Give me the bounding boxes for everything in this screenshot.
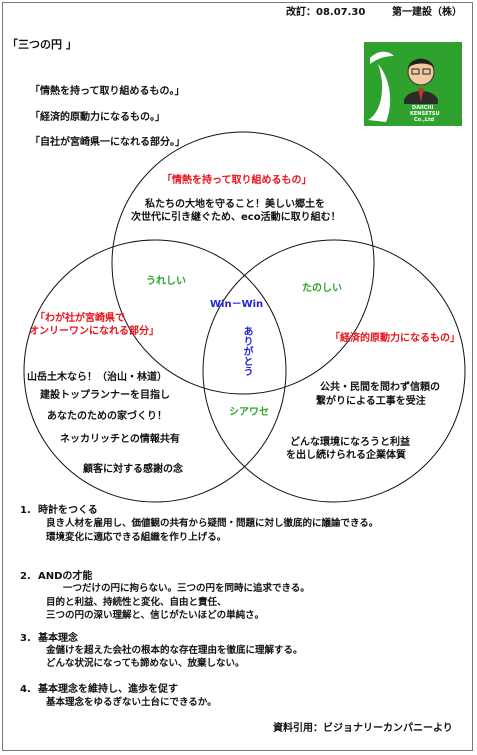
top-circle-text-2: 次世代に引き継ぐため、eco活動に取り組む！ bbox=[131, 212, 341, 223]
company-name: 第一建設（株） bbox=[392, 7, 462, 18]
left-circle-text-2: 建設トップランナーを目指し bbox=[40, 390, 170, 401]
intro-line-1: 「情熱を持って取り組めるもの。」 bbox=[30, 86, 185, 97]
logo-text-1: DAIICHI bbox=[412, 105, 434, 111]
section-1-heading: 時計をつくる bbox=[38, 505, 98, 516]
section-2-line-3: 三つの円の深い理解と、信じがたいほどの単純さ。 bbox=[46, 610, 265, 621]
section-2-line-2: 目的と利益、持続性と変化、自由と責任、 bbox=[46, 597, 227, 608]
section-2-number: 2. bbox=[20, 571, 31, 582]
section-3-heading: 基本理念 bbox=[38, 633, 78, 644]
left-circle-text-5: 顧客に対する感謝の念 bbox=[83, 464, 183, 475]
section-4-number: 4. bbox=[20, 684, 31, 695]
overlap-label-top-right: たのしい bbox=[302, 283, 342, 294]
right-circle-text-4: を出し続けられる企業体質 bbox=[286, 450, 406, 461]
section-1-number: 1. bbox=[20, 505, 31, 516]
section-1-line-1: 良き人材を雇用し、価値観の共有から疑問・問題に対し徹底的に議論できる。 bbox=[46, 518, 379, 529]
left-circle-text-3: あなたのための家づくり！ bbox=[47, 411, 167, 422]
logo-text-3: Co.,Ltd bbox=[414, 117, 435, 123]
right-circle-text-2: 繋がりによる工事を受注 bbox=[316, 396, 426, 407]
section-2-heading: ANDの才能 bbox=[38, 571, 93, 582]
left-circle-text-4: ネッカリッチとの情報共有 bbox=[60, 434, 180, 445]
left-circle-label-1: 「わが社が宮崎県で bbox=[35, 313, 125, 324]
center-label-win-win: Win－Win bbox=[210, 299, 264, 310]
overlap-label-bottom: シアワセ bbox=[229, 407, 269, 418]
section-4-heading: 基本理念を維持し、進歩を促す bbox=[38, 684, 178, 695]
circle-number-one bbox=[23, 239, 287, 503]
circle-passion bbox=[111, 131, 375, 395]
center-label-arigatou: ありがとう bbox=[241, 326, 252, 376]
section-4-line-1: 基本理念をゆるぎない土台にできるか。 bbox=[46, 697, 217, 708]
section-1-line-2: 環境変化に適応できる組織を作り上げる。 bbox=[46, 532, 227, 543]
page-frame bbox=[2, 2, 473, 751]
logo-text-2: KENSETSU bbox=[410, 111, 440, 117]
left-circle-text-1: 山岳土木なら！（治山・林道） bbox=[27, 372, 167, 383]
top-circle-label: 「情熱を持って取り組めるもの」 bbox=[162, 175, 312, 186]
intro-line-2: 「経済的原動力になるもの。」 bbox=[30, 112, 165, 123]
section-2-line-1: 一つだけの円に拘らない。三つの円を同時に追求できる。 bbox=[63, 583, 310, 594]
page-title: 「三つの円 」 bbox=[7, 38, 77, 51]
company-logo: DAIICHI KENSETSU Co.,Ltd bbox=[364, 42, 462, 126]
revision-date: 改訂：08.07.30 bbox=[286, 7, 366, 18]
source-citation: 資料引用：ビジョナリーカンパニーより bbox=[273, 723, 453, 734]
logo-swoop-graphic bbox=[368, 51, 438, 122]
circle-economic-engine bbox=[202, 239, 466, 503]
right-circle-label: 「経済的原動力になるもの」 bbox=[330, 333, 460, 344]
section-3-line-1: 金儲けを超えた会社の根本的な存在理由を徹底に理解する。 bbox=[46, 645, 303, 656]
section-3-number: 3. bbox=[20, 633, 31, 644]
left-circle-label-2: オンリーワンになれる部分」 bbox=[29, 326, 159, 337]
right-circle-text-3: どんな環境になろうと利益 bbox=[290, 437, 410, 448]
intro-line-3: 「自社が宮崎県一になれる部分。」 bbox=[30, 137, 185, 148]
section-3-line-2: どんな状況になっても諦めない、放棄しない。 bbox=[46, 658, 245, 669]
overlap-label-top-left: うれしい bbox=[146, 276, 186, 287]
right-circle-text-1: 公共・民間を問わず信頼の bbox=[320, 382, 440, 393]
top-circle-text-1: 私たちの大地を守ること！美しい郷土を bbox=[145, 199, 325, 210]
